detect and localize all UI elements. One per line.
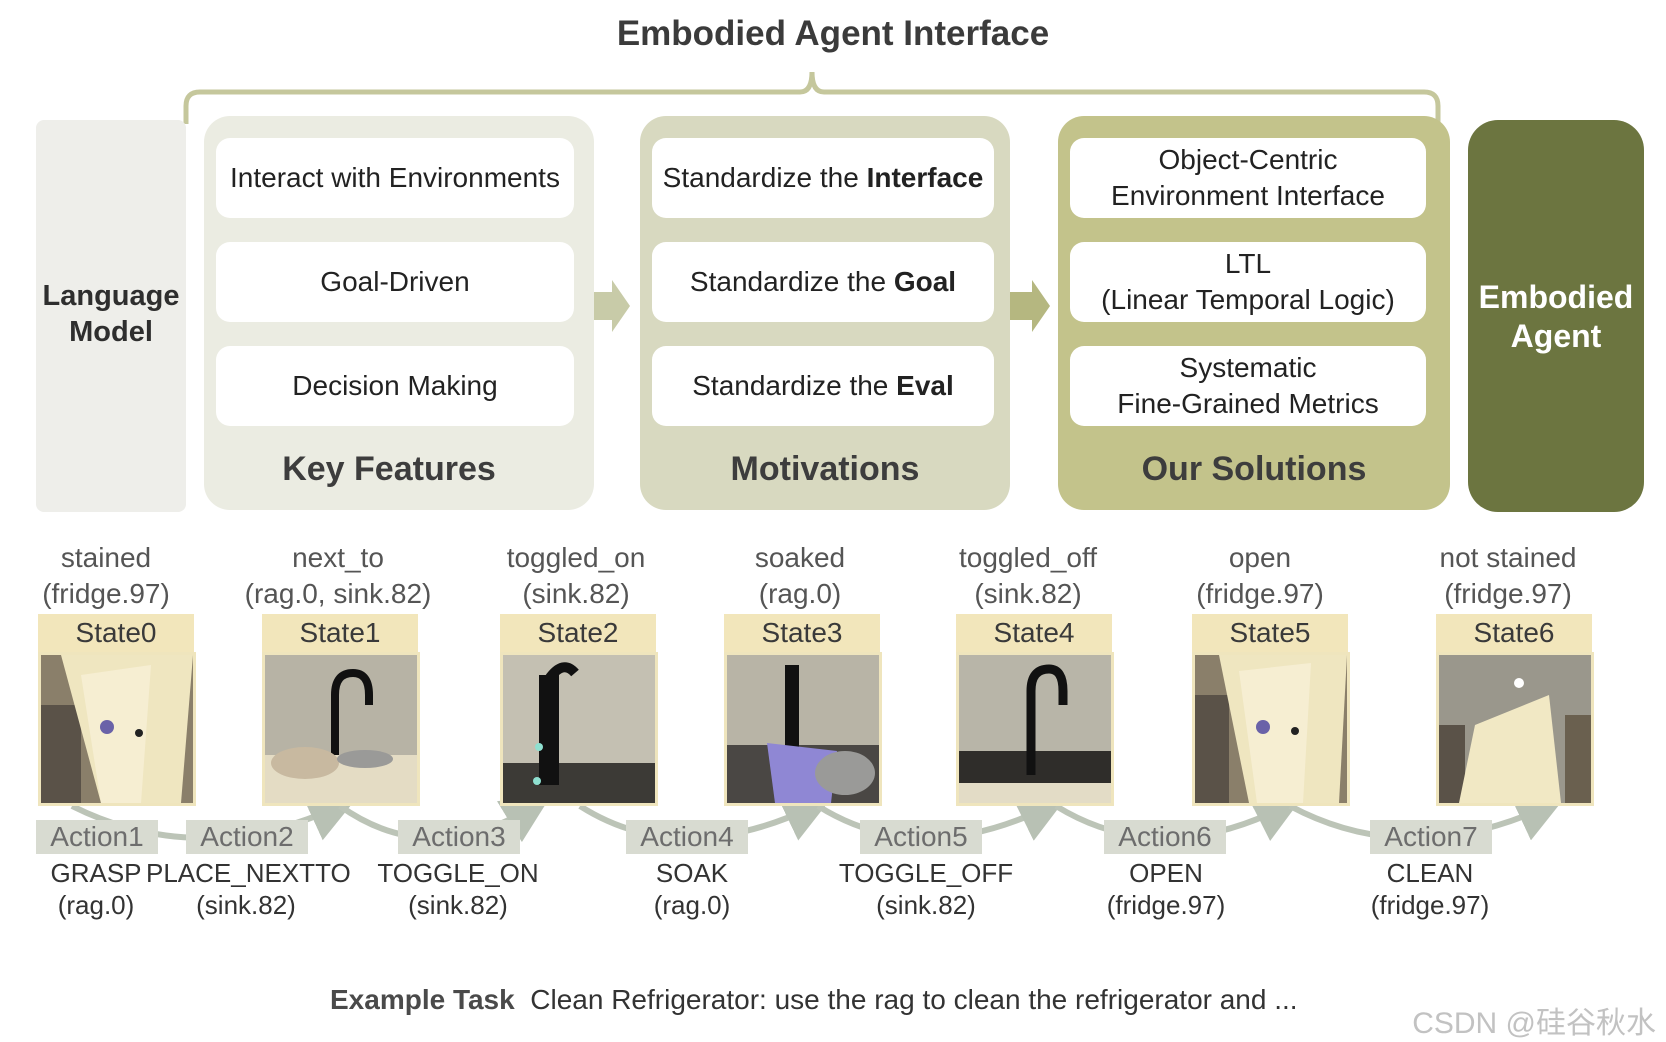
action-2-label: Action2 bbox=[186, 820, 308, 854]
example-task-label: Example Task bbox=[330, 984, 515, 1015]
action-4-arg: (rag.0) bbox=[653, 890, 731, 920]
action-5-name: TOGGLE_OFF bbox=[838, 858, 1014, 888]
embodied-agent-panel bbox=[1468, 120, 1644, 512]
diagram-title: Embodied Agent Interface bbox=[616, 14, 1050, 53]
motivation-eval: Standardize the Eval bbox=[652, 346, 994, 426]
state-1-label: State1 bbox=[262, 614, 418, 652]
fridge-open-scene-icon bbox=[1195, 655, 1347, 803]
action-3-label: Action3 bbox=[398, 820, 520, 854]
action-1-name: GRASP bbox=[50, 858, 142, 888]
feature-decision-making: Decision Making bbox=[216, 346, 574, 426]
rag-soak-scene-icon bbox=[727, 655, 879, 803]
state-6-predicate: not stained bbox=[1439, 542, 1577, 573]
state-3-label: State3 bbox=[724, 614, 880, 652]
action-1-label: Action1 bbox=[36, 820, 158, 854]
example-task-text: Clean Refrigerator: use the rag to clean… bbox=[530, 984, 1298, 1015]
action-4-label: Action4 bbox=[626, 820, 748, 854]
motivation-goal-prefix: Standardize the bbox=[689, 266, 894, 297]
motivation-eval-bold: Eval bbox=[896, 370, 954, 401]
state-0-label: State0 bbox=[38, 614, 194, 652]
arrow-keyfeatures-to-motivations bbox=[590, 280, 630, 332]
solution-ltl: LTL (Linear Temporal Logic) bbox=[1070, 242, 1426, 322]
our-solutions-label: Our Solutions bbox=[1141, 450, 1367, 488]
state-1-args: (rag.0, sink.82) bbox=[244, 578, 432, 609]
state-4-label: State4 bbox=[956, 614, 1112, 652]
solution-metrics-line2: Fine-Grained Metrics bbox=[1117, 388, 1379, 419]
action-2-arg: (sink.82) bbox=[196, 890, 296, 920]
state-2-args: (sink.82) bbox=[522, 578, 630, 609]
action-4-name: SOAK bbox=[655, 858, 729, 888]
state-3-image bbox=[724, 652, 882, 806]
motivation-interface: Standardize the Interface bbox=[652, 138, 994, 218]
solution-metrics: Systematic Fine-Grained Metrics bbox=[1070, 346, 1426, 426]
action-1-arg: (rag.0) bbox=[57, 890, 135, 920]
state-0-predicate: stained bbox=[60, 542, 152, 573]
motivations-label: Motivations bbox=[730, 450, 920, 488]
state-6-label: State6 bbox=[1436, 614, 1592, 652]
our-solutions-panel: Object-Centric Environment Interface LTL… bbox=[1058, 116, 1450, 510]
state-2-image bbox=[500, 652, 658, 806]
motivation-interface-prefix: Standardize the bbox=[662, 162, 867, 193]
language-model-label: Language Model bbox=[42, 280, 180, 348]
state-5-args: (fridge.97) bbox=[1196, 578, 1324, 609]
faucet-off-scene-icon bbox=[959, 655, 1111, 803]
action-5-arg: (sink.82) bbox=[876, 890, 976, 920]
state-1-image bbox=[262, 652, 420, 806]
state-4-args: (sink.82) bbox=[974, 578, 1082, 609]
watermark: CSDN @硅谷秋水 bbox=[1412, 1007, 1656, 1040]
feature-goal-driven: Goal-Driven bbox=[216, 242, 574, 322]
solution-ltl-line1: LTL bbox=[1224, 248, 1272, 279]
state-0-args: (fridge.97) bbox=[42, 578, 170, 609]
motivation-interface-bold: Interface bbox=[866, 162, 984, 193]
state-1-predicate: next_to bbox=[292, 542, 384, 573]
action-7-label: Action7 bbox=[1370, 820, 1492, 854]
motivations-panel: Standardize the Interface Standardize th… bbox=[640, 116, 1010, 510]
action-3-name: TOGGLE_ON bbox=[377, 858, 539, 888]
arrow-motivations-to-solutions bbox=[1010, 280, 1050, 332]
solution-metrics-line1: Systematic bbox=[1179, 352, 1317, 383]
key-features-label: Key Features bbox=[282, 450, 496, 488]
faucet-on-scene-icon bbox=[503, 655, 655, 803]
action-7-name: CLEAN bbox=[1386, 858, 1474, 888]
motivation-goal: Standardize the Goal bbox=[652, 242, 994, 322]
key-features-panel: Interact with Environments Goal-Driven D… bbox=[204, 116, 594, 510]
solution-object-centric-line1: Object-Centric bbox=[1158, 144, 1338, 175]
state-5-image bbox=[1192, 652, 1350, 806]
solution-object-centric: Object-Centric Environment Interface bbox=[1070, 138, 1426, 218]
action-6-name: OPEN bbox=[1129, 858, 1203, 888]
state-6-image bbox=[1436, 652, 1594, 806]
fridge-open-scene-icon bbox=[41, 655, 193, 803]
embodied-agent-label: Embodied Agent bbox=[1478, 279, 1634, 354]
example-task: Example Task Clean Refrigerator: use the… bbox=[330, 984, 1298, 1016]
state-5-label: State5 bbox=[1192, 614, 1348, 652]
action-3-arg: (sink.82) bbox=[408, 890, 508, 920]
motivation-eval-prefix: Standardize the bbox=[692, 370, 897, 401]
action-6-label: Action6 bbox=[1104, 820, 1226, 854]
action-7-arg: (fridge.97) bbox=[1370, 890, 1490, 920]
state-3-predicate: soaked bbox=[754, 542, 846, 573]
feature-interact: Interact with Environments bbox=[216, 138, 574, 218]
faucet-rag-scene-icon bbox=[265, 655, 417, 803]
action-2-name: PLACE_NEXTTO bbox=[146, 858, 351, 888]
solution-ltl-line2: (Linear Temporal Logic) bbox=[1101, 284, 1395, 315]
state-4-predicate: toggled_off bbox=[958, 542, 1098, 573]
state-0-image bbox=[38, 652, 196, 806]
solution-object-centric-line2: Environment Interface bbox=[1111, 180, 1385, 211]
state-2-label: State2 bbox=[500, 614, 656, 652]
fridge-clean-scene-icon bbox=[1439, 655, 1591, 803]
action-5-label: Action5 bbox=[860, 820, 982, 854]
state-4-image bbox=[956, 652, 1114, 806]
title-brace bbox=[183, 71, 1441, 124]
state-5-predicate: open bbox=[1228, 542, 1292, 573]
state-2-predicate: toggled_on bbox=[506, 542, 646, 573]
state-3-args: (rag.0) bbox=[758, 578, 842, 609]
motivation-goal-bold: Goal bbox=[893, 266, 957, 297]
state-6-args: (fridge.97) bbox=[1444, 578, 1572, 609]
language-model-panel bbox=[36, 120, 186, 512]
action-6-arg: (fridge.97) bbox=[1106, 890, 1226, 920]
